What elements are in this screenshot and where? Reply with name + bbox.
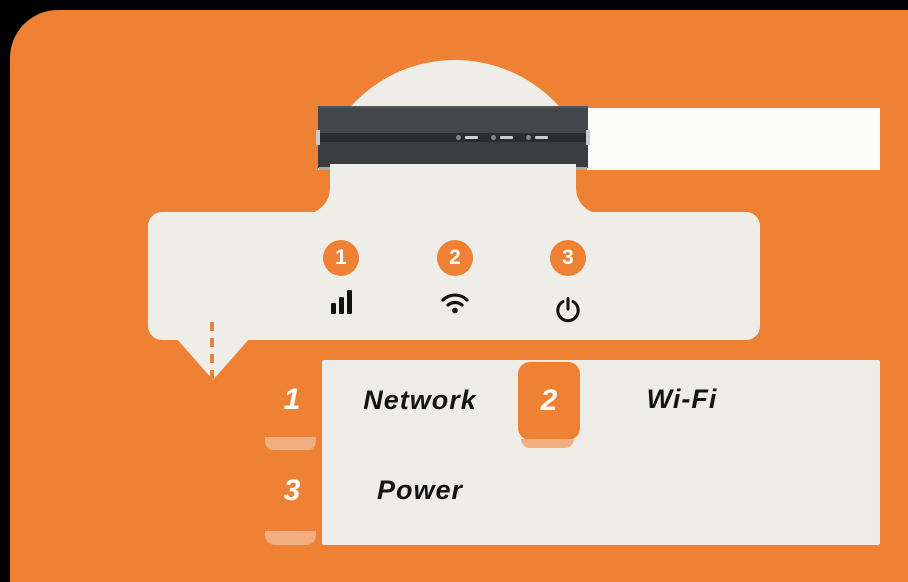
legend-number-3: 3 bbox=[283, 474, 301, 507]
network-led-light bbox=[465, 136, 478, 139]
wifi-icon bbox=[415, 286, 495, 314]
router-top-panel bbox=[318, 106, 588, 133]
legend-label-power: Power bbox=[376, 474, 464, 505]
legend-tile-3: 3 bbox=[262, 450, 322, 545]
router-front-groove bbox=[318, 133, 588, 142]
router-led-network bbox=[456, 135, 478, 140]
legend-number-1: 1 bbox=[283, 383, 301, 416]
wifi-led-light bbox=[500, 136, 513, 139]
router-device bbox=[316, 106, 590, 175]
router-led-wifi bbox=[491, 135, 513, 140]
indicator-badge-3: 3 bbox=[550, 240, 586, 276]
power-led-light bbox=[535, 136, 548, 139]
router-led-power bbox=[526, 135, 548, 140]
router-bottom-panel bbox=[318, 142, 588, 168]
legend-label-wifi: Wi-Fi bbox=[646, 383, 718, 414]
legend-label-network: Network bbox=[363, 384, 477, 415]
indicator-wifi: 2 bbox=[415, 240, 495, 314]
dashed-pointer-line bbox=[210, 322, 214, 382]
indicator-network: 1 bbox=[301, 240, 381, 314]
wifi-led-icon bbox=[491, 135, 496, 140]
legend-tile-1: 1 bbox=[262, 362, 322, 451]
router-side-clip-right bbox=[586, 130, 590, 145]
legend-panel bbox=[322, 360, 880, 545]
callout-connector bbox=[330, 164, 576, 216]
power-led-icon bbox=[526, 135, 531, 140]
indicator-power: 3 bbox=[528, 240, 608, 323]
indicator-badge-2: 2 bbox=[437, 240, 473, 276]
led-callout-panel bbox=[148, 212, 760, 340]
router-side-clip-left bbox=[316, 130, 320, 145]
router-led-row bbox=[456, 135, 548, 140]
power-icon bbox=[528, 296, 608, 324]
legend-tile-2: 2 bbox=[518, 362, 580, 448]
indicator-badge-1: 1 bbox=[323, 240, 359, 276]
legend-number-2: 2 bbox=[540, 384, 558, 417]
connector-fillet-right bbox=[576, 170, 638, 214]
signal-bars-icon bbox=[301, 286, 381, 314]
connector-fillet-left bbox=[272, 170, 330, 214]
network-led-icon bbox=[456, 135, 461, 140]
